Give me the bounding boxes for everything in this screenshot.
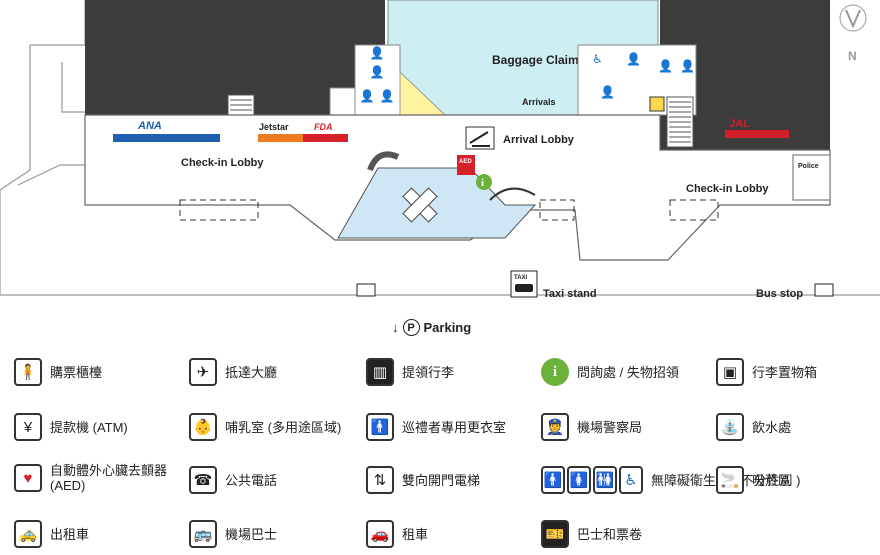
svg-text:👤: 👤	[600, 85, 615, 99]
public-phone-icon: ☎	[189, 466, 217, 494]
information-map-icon	[476, 174, 492, 190]
checkin-lobby-right-label: Check-in Lobby	[686, 183, 769, 195]
ana-counter	[113, 134, 220, 142]
svg-text:👤: 👤	[370, 65, 385, 79]
jal-logo: JAL	[729, 118, 750, 130]
legend-prayer-room: 🚹 巡禮者專用更衣室	[366, 413, 506, 441]
airport-bus-icon: 🚌	[189, 520, 217, 548]
legend-rental-car: 🚗 租車	[366, 520, 428, 548]
aed-icon: ♥	[14, 464, 42, 492]
accessible-restroom-icon: ♿	[592, 52, 603, 66]
arrival-lobby-icon: ✈	[189, 358, 217, 386]
atm-icon: ¥	[14, 413, 42, 441]
legend-bus-ticket: 🎫 巴士和票卷	[541, 520, 642, 548]
parking-direction[interactable]: ↓ P Parking	[392, 319, 471, 336]
information-icon: i	[541, 358, 569, 386]
legend-atm: ¥ 提款機 (ATM)	[14, 413, 128, 441]
svg-text:👤: 👤	[658, 59, 673, 73]
airport-police-icon: 👮	[541, 413, 569, 441]
checkin-lobby-left-label: Check-in Lobby	[181, 157, 264, 169]
svg-text:👤: 👤	[626, 52, 641, 66]
jetstar-logo: Jetstar	[259, 122, 289, 132]
fda-logo: FDA	[314, 122, 333, 132]
smoking-area-icon: 🚬	[716, 466, 744, 494]
escalator-right	[666, 96, 694, 148]
legend-smoking-area: 🚬 吸菸區	[716, 466, 791, 494]
legend-aed: ♥ 自動體外心臟去顫器(AED)	[14, 463, 167, 493]
jal-counter	[725, 130, 789, 138]
drinking-fountain-icon: ⛲	[716, 413, 744, 441]
aed-map-icon: AED	[457, 155, 475, 175]
police-label: Police	[798, 163, 819, 170]
legend-taxi: 🚕 出租車	[14, 520, 89, 548]
accessible-restroom-icon: 🚹 🚺 🚻 ♿	[541, 466, 643, 494]
svg-text:👤: 👤	[370, 46, 385, 60]
legend-accessible-restroom: 🚹 🚺 🚻 ♿ 無障礙衛生間 ( 不分性別 )	[541, 466, 801, 494]
legend-public-phone: ☎ 公共電話	[189, 466, 277, 494]
terminal-floor-map: Baggage Claim Arrivals 👤 👤 👤 👤 ♿ 👤 👤 👤 👤…	[0, 0, 880, 300]
rental-car-icon: 🚗	[366, 520, 394, 548]
arrow-down-icon: ↓	[392, 320, 399, 335]
baggage-claim-icon: ▥	[366, 358, 394, 386]
bus-ticket-icon: 🎫	[541, 520, 569, 548]
sculpture-icon	[402, 187, 438, 223]
taxi-stand-label: Taxi stand	[543, 288, 597, 300]
legend-information: i 問詢處 / 失物招領	[541, 358, 679, 386]
prayer-room-icon: 🚹	[366, 413, 394, 441]
svg-text:TAXI: TAXI	[514, 275, 528, 281]
legend-coin-locker: ▣ 行李置物箱	[716, 358, 817, 386]
bus-stop-label: Bus stop	[756, 288, 803, 300]
svg-text:👤: 👤	[380, 89, 395, 103]
taxi-icon: 🚕	[14, 520, 42, 548]
legend-airport-bus: 🚌 機場巴士	[189, 520, 277, 548]
nursing-room-icon: 👶	[189, 413, 217, 441]
legend-drinking-fountain: ⛲ 飲水處	[716, 413, 791, 441]
ticket-counter-icon: 🧍	[14, 358, 42, 386]
taxi-stand-icon: TAXI	[510, 270, 538, 298]
svg-text:👤: 👤	[360, 89, 375, 103]
arrivals-label: Arrivals	[522, 97, 556, 107]
legend-baggage-claim: ▥ 提領行李	[366, 358, 454, 386]
ana-logo: ANA	[137, 120, 162, 132]
arrival-lobby-label: Arrival Lobby	[503, 134, 575, 146]
legend-ticket-counter: 🧍 購票櫃檯	[14, 358, 102, 386]
baggage-claim-label: Baggage Claim	[492, 53, 579, 67]
svg-text:i: i	[481, 177, 484, 189]
parking-icon: P	[402, 319, 420, 336]
legend-arrival-lobby: ✈ 抵達大廳	[189, 358, 277, 386]
elevator-icon: ⇅	[366, 466, 394, 494]
legend-elevator: ⇅ 雙向開門電梯	[366, 466, 480, 494]
legend-airport-police: 👮 機場警察局	[541, 413, 642, 441]
police-box	[792, 154, 831, 201]
bus-icon	[356, 283, 376, 297]
legend: 🧍 購票櫃檯 ✈ 抵達大廳 ▥ 提領行李 i 問詢處 / 失物招領 ▣ 行李置物…	[0, 348, 880, 555]
parking-label: Parking	[423, 320, 472, 335]
legend-nursing-room: 👶 哺乳室 (多用途區域)	[189, 413, 341, 441]
coin-locker-icon: ▣	[716, 358, 744, 386]
svg-text:AED: AED	[459, 159, 472, 165]
compass-label: N	[848, 49, 857, 63]
bus-stop-icon	[814, 283, 834, 297]
svg-text:👤: 👤	[680, 59, 695, 73]
